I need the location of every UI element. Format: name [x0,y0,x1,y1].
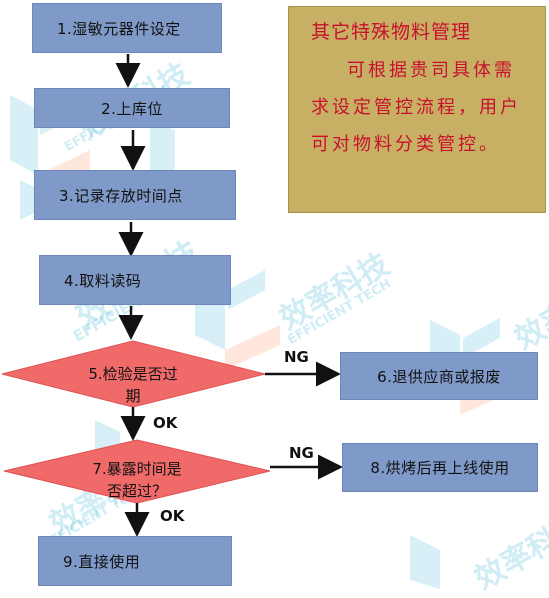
step-6-box: 6.退供应商或报废 [340,352,538,400]
step-2-box: 2.上库位 [34,88,230,128]
step-8-label: 8.烘烤后再上线使用 [370,459,510,477]
decision-7-line2: 否超过？ [106,482,167,500]
step-2-label: 2.上库位 [101,99,163,118]
special-material-note: 其它特殊物料管理 可根据贵司具体需求设定管控流程，用户可对物料分类管控。 [288,6,546,213]
step-8-box: 8.烘烤后再上线使用 [342,443,538,492]
edge-label-ok-7: OK [160,507,185,525]
decision-7-label: 7.暴露时间是 否超过？ [62,458,212,502]
decision-7-diamond [3,439,271,504]
step-9-label: 9.直接使用 [63,552,141,571]
note-body: 可根据贵司具体需求设定管控流程，用户可对物料分类管控。 [311,60,521,155]
step-3-label: 3.记录存放时间点 [59,186,183,205]
decision-5-label: 5.检验是否过 期 [58,363,208,407]
step-4-box: 4.取料读码 [39,255,231,305]
note-title: 其它特殊物料管理 [311,21,472,43]
step-1-label: 1.湿敏元器件设定 [57,19,181,38]
decision-5-line2: 期 [125,387,141,405]
decision-5-line1: 5.检验是否过 [88,365,178,383]
step-3-box: 3.记录存放时间点 [34,170,236,220]
edge-label-ng-7: NG [289,444,314,462]
decision-7-line1: 7.暴露时间是 [92,460,182,478]
edge-label-ng-5: NG [284,348,309,366]
edge-label-ok-5: OK [153,414,178,432]
step-6-label: 6.退供应商或报废 [377,367,501,386]
step-4-label: 4.取料读码 [64,271,142,290]
step-1-box: 1.湿敏元器件设定 [32,3,222,53]
step-9-box: 9.直接使用 [38,536,232,586]
